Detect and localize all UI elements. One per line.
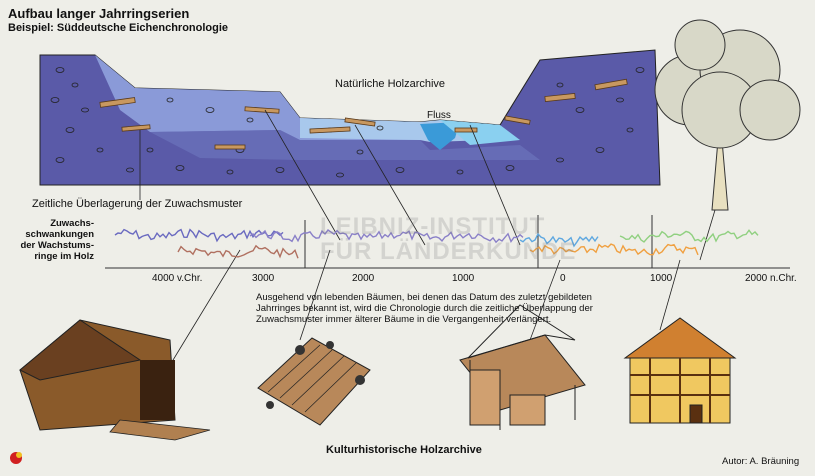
watermark-line: LEIBNIZ-INSTITUT <box>320 213 546 240</box>
title: Aufbau langer Jahrringserien <box>8 6 190 21</box>
ifl-logo <box>10 452 22 464</box>
valley-section <box>39 49 661 186</box>
river-label: Fluss <box>427 110 451 121</box>
growth-series-line <box>529 243 699 256</box>
wooden-hut <box>19 319 211 441</box>
river-shape <box>420 122 460 150</box>
axis-tick-label: 1000 <box>650 273 673 284</box>
growth-series-line <box>619 229 759 243</box>
watermark: LEIBNIZ-INSTITUT FÜR LÄNDERKUNDE <box>320 214 576 264</box>
cultural-archives-label: Kulturhistorische Holzarchive <box>326 444 482 456</box>
subtitle: Beispiel: Süddeutsche Eichenchronologie <box>8 22 229 34</box>
author-credit: Autor: A. Bräuning <box>722 456 800 467</box>
axis-tick-label: 2000 n.Chr. <box>745 273 797 284</box>
description-text: Ausgehend von lebenden Bäumen, bei denen… <box>256 292 593 325</box>
axis-tick-label: 2000 <box>352 273 375 284</box>
y-axis-line: ringe im Holz <box>34 251 94 262</box>
growth-series-line <box>519 232 599 248</box>
growth-series <box>114 228 759 259</box>
buried-logs <box>99 78 628 150</box>
pile-dwelling <box>459 304 586 430</box>
half-timbered-house <box>623 317 737 424</box>
overlay-label: Zeitliche Überlagerung der Zuwachsmuster <box>32 198 243 210</box>
y-axis-line: schwankungen <box>25 229 94 240</box>
log-path <box>257 337 371 426</box>
y-axis-label: Zuwachs- schwankungen der Wachstums- rin… <box>2 218 94 262</box>
axis-tick-label: 0 <box>560 273 566 284</box>
watermark-line: FÜR LÄNDERKUNDE <box>320 238 577 265</box>
y-axis-line: Zuwachs- <box>50 218 94 229</box>
oak-tree <box>654 19 801 211</box>
natural-archives-label: Natürliche Holzarchive <box>335 78 446 90</box>
y-axis-line: der Wachstums- <box>20 240 94 251</box>
axis-tick-label: 4000 v.Chr. <box>152 273 203 284</box>
timeline-axis <box>105 215 790 269</box>
connector-lines <box>139 109 716 366</box>
growth-series-line <box>177 244 299 259</box>
growth-series-line <box>249 229 524 244</box>
pebbles <box>50 67 645 178</box>
axis-tick-label: 3000 <box>252 273 275 284</box>
axis-tick-label: 1000 <box>452 273 475 284</box>
growth-series-line <box>114 228 284 243</box>
